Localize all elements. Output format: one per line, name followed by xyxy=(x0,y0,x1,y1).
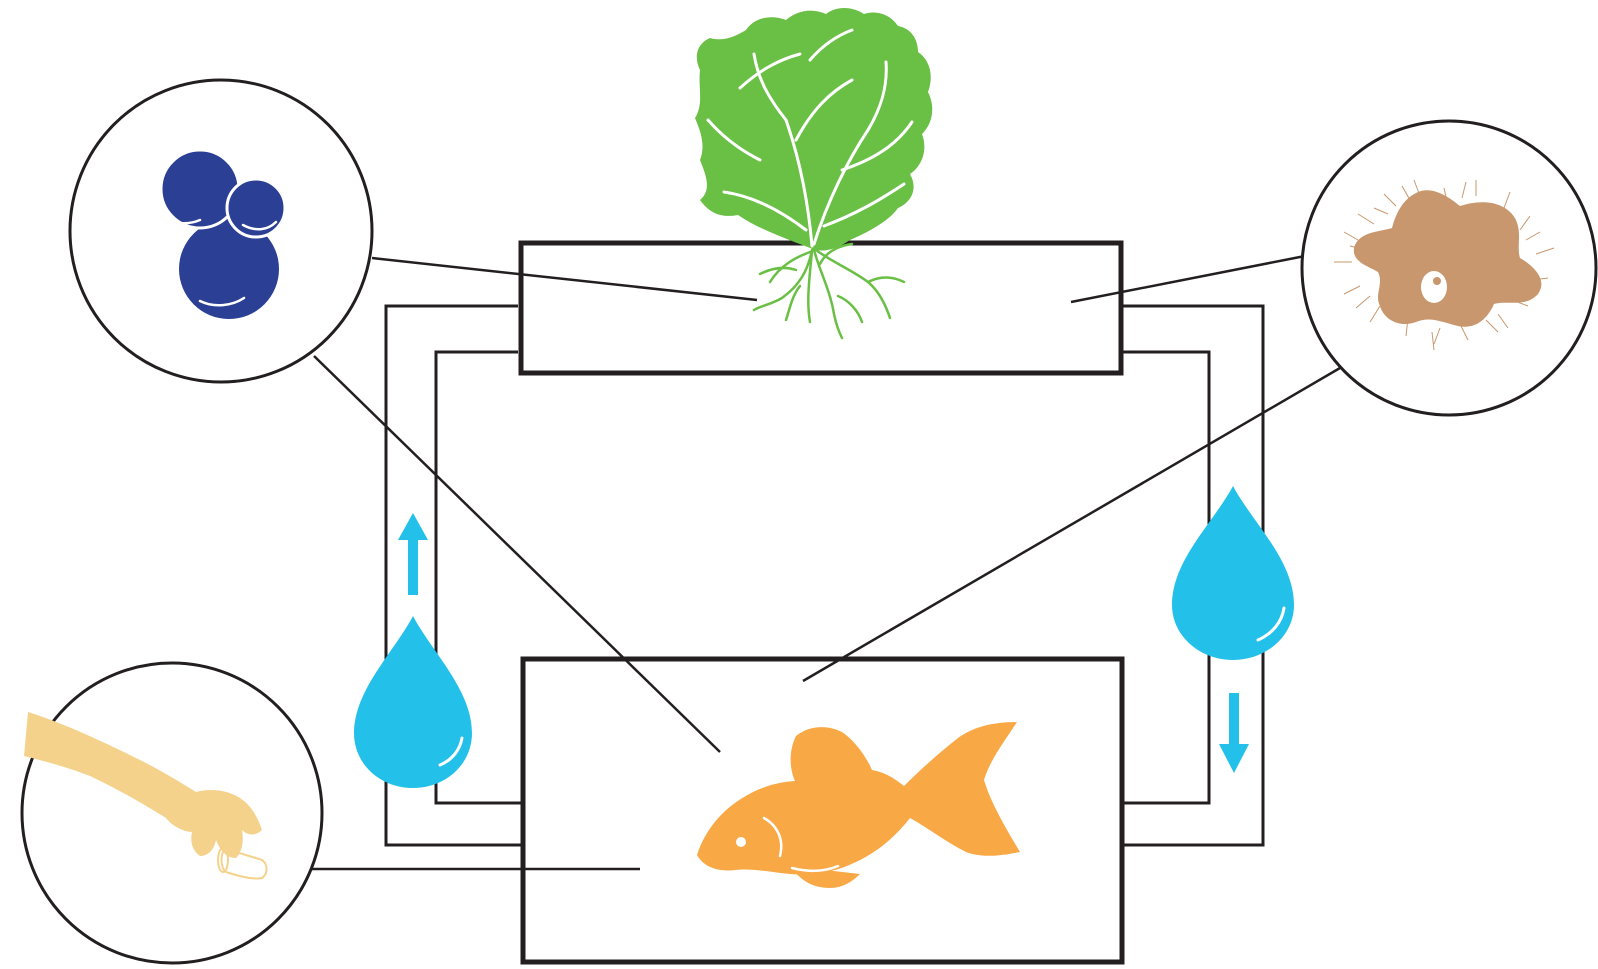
arrow-down-icon xyxy=(1219,693,1249,773)
plant-leaves xyxy=(695,8,932,251)
feeding-callout xyxy=(22,663,322,963)
oxygen-to-growbed-line xyxy=(372,258,757,300)
bacteria-callout xyxy=(1302,121,1596,415)
bacteria-to-growbed-line xyxy=(1071,256,1305,302)
water-drop-icon xyxy=(354,616,472,788)
water-drop-right xyxy=(1172,486,1294,660)
arrow-up-icon xyxy=(398,513,428,595)
fish-body xyxy=(697,722,1020,875)
fish-eye xyxy=(736,837,746,847)
fish-icon xyxy=(697,722,1020,888)
water-drop-icon xyxy=(1172,486,1294,660)
plant-roots xyxy=(754,244,904,338)
oxygen-callout xyxy=(70,80,372,382)
water-drop-left xyxy=(354,616,472,788)
plant-icon xyxy=(695,8,932,338)
